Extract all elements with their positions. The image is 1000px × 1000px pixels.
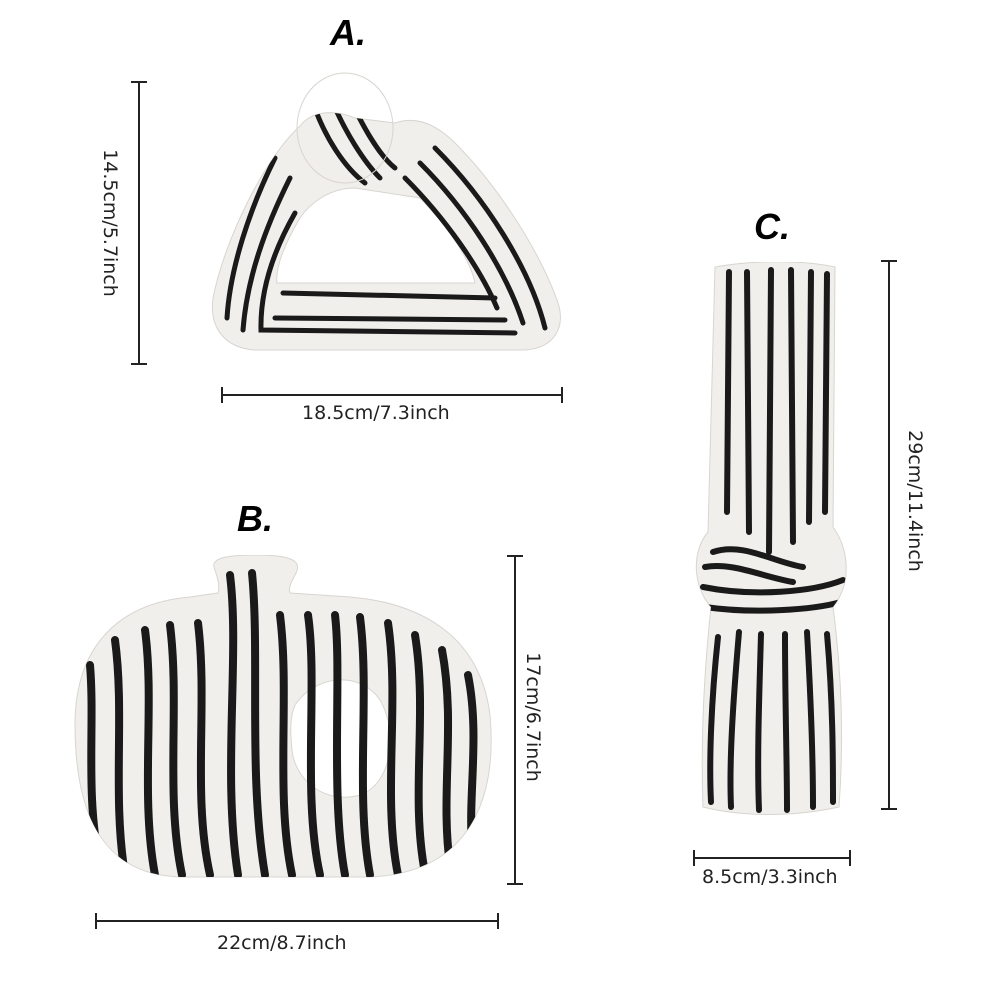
- product-b-vase-image: [74, 555, 492, 878]
- product-a-width-line: [221, 387, 563, 403]
- product-b-width-text: 22cm/8.7inch: [217, 932, 347, 954]
- product-a-label: A.: [330, 12, 366, 53]
- product-b-height-line: [507, 555, 523, 885]
- product-b-label: B.: [237, 498, 273, 539]
- product-c-width-text: 8.5cm/3.3inch: [702, 866, 838, 888]
- product-c-height-text: 29cm/11.4inch: [904, 430, 926, 572]
- product-c-label: C.: [754, 206, 790, 247]
- product-b-height-text: 17cm/6.7inch: [522, 652, 544, 782]
- product-a-vase-image: [211, 72, 561, 351]
- product-a-width-text: 18.5cm/7.3inch: [302, 402, 450, 424]
- product-c-vase-image: [695, 262, 847, 815]
- product-c-width-line: [693, 850, 851, 866]
- product-a-height-line: [131, 81, 147, 365]
- product-b-width-line: [95, 913, 499, 929]
- product-a-height-text: 14.5cm/5.7inch: [99, 149, 121, 297]
- product-c-height-line: [881, 260, 897, 810]
